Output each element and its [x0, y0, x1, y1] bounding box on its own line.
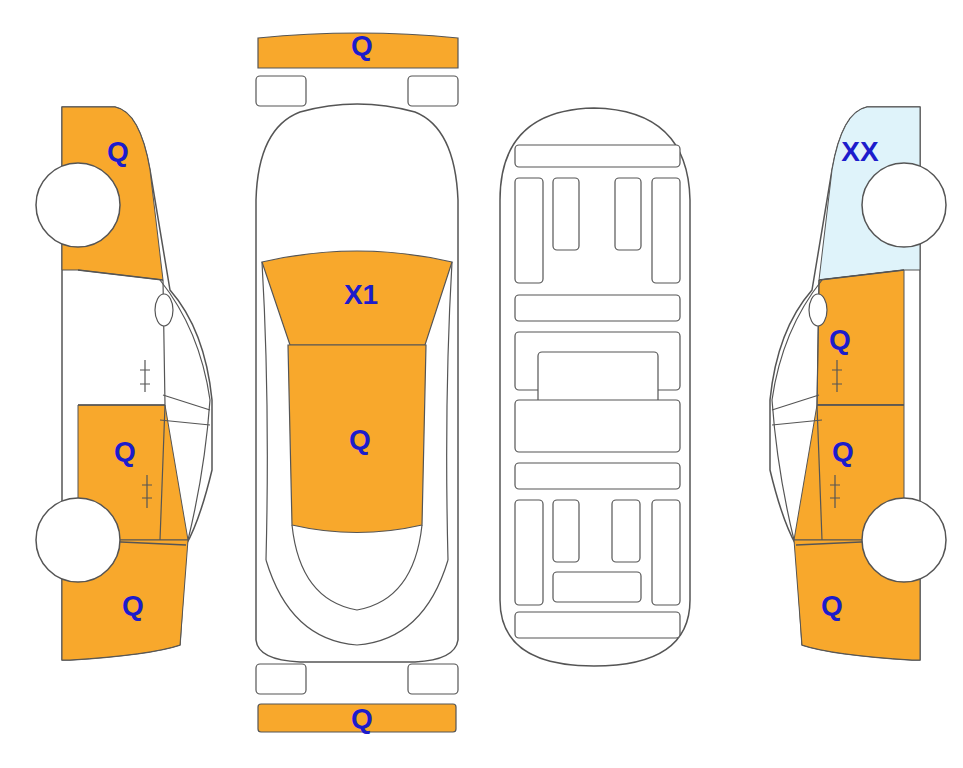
damage-code: Q	[351, 32, 373, 60]
damage-code: Q	[107, 138, 129, 166]
underside-view	[500, 108, 690, 666]
damage-code: Q	[122, 592, 144, 620]
damage-code: XX	[841, 138, 878, 166]
door-panel: Q	[110, 436, 140, 468]
right-side-view	[770, 107, 946, 660]
fender-panel: Q	[103, 136, 133, 168]
door-panel: Q	[828, 436, 858, 468]
door-panel: Q	[825, 324, 855, 356]
damage-code: Q	[114, 438, 136, 466]
damage-code: X1	[344, 281, 378, 309]
fender-panel: XX	[837, 136, 882, 168]
damage-code: Q	[349, 426, 371, 454]
damage-code: Q	[821, 592, 843, 620]
hood-panel: X1	[340, 279, 382, 311]
left-side-view	[36, 107, 212, 660]
damage-code: Q	[829, 326, 851, 354]
roof-panel: Q	[345, 424, 375, 456]
bumper-panel: Q	[347, 703, 377, 735]
damage-code: Q	[832, 438, 854, 466]
bumper-panel: Q	[347, 30, 377, 62]
quarter-panel: Q	[817, 590, 847, 622]
quarter-panel: Q	[118, 590, 148, 622]
top-view	[256, 33, 458, 732]
damage-code: Q	[351, 705, 373, 733]
